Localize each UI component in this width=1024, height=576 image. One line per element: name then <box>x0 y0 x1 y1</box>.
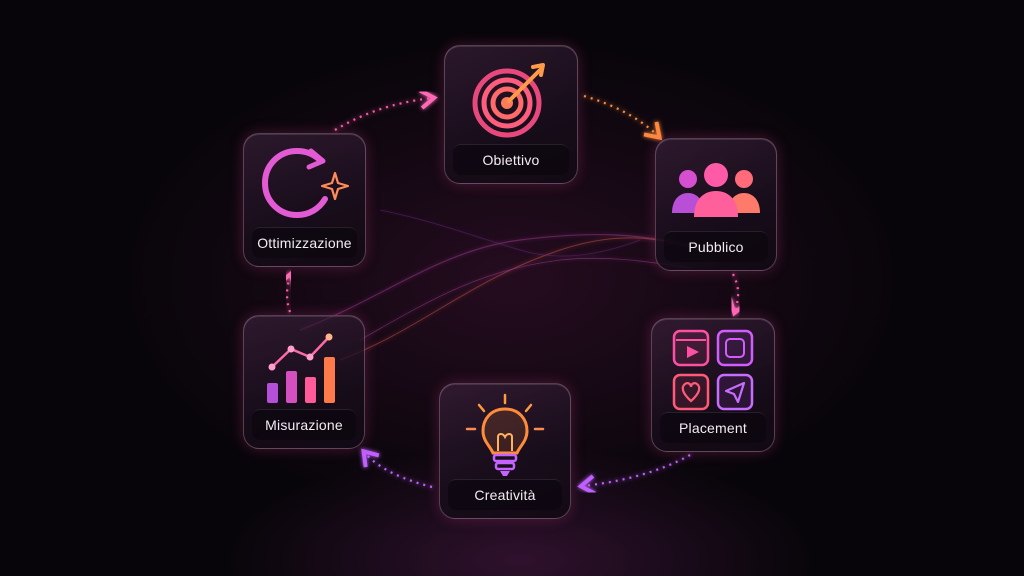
refresh-sparkle-icon <box>244 134 365 237</box>
step-card-misurazione: Misurazione <box>243 315 365 449</box>
lightbulb-icon <box>440 384 570 489</box>
arrow-ottimizzazione-obiettivo <box>334 88 438 131</box>
step-label-ottimizzazione: Ottimizzazione <box>252 227 357 258</box>
step-card-obiettivo: Obiettivo <box>444 45 578 184</box>
step-card-ottimizzazione: Ottimizzazione <box>243 133 366 267</box>
audience-icon <box>656 139 776 241</box>
arrow-placement-creativita <box>577 454 691 496</box>
step-label-pubblico: Pubblico <box>664 231 768 262</box>
step-label-misurazione: Misurazione <box>252 409 356 440</box>
step-card-creativita: Creatività <box>439 383 571 519</box>
step-label-placement: Placement <box>660 412 766 443</box>
bar-chart-icon <box>244 316 364 419</box>
step-card-pubblico: Pubblico <box>655 138 777 271</box>
step-label-creativita: Creatività <box>448 479 562 510</box>
target-icon <box>445 46 577 153</box>
placement-grid-icon <box>652 319 774 422</box>
arrow-obiettivo-pubblico <box>583 94 663 141</box>
arrow-creativita-misurazione <box>361 448 433 489</box>
arrow-misurazione-ottimizzazione <box>277 270 298 313</box>
step-card-placement: Placement <box>651 318 775 452</box>
step-label-obiettivo: Obiettivo <box>453 144 569 175</box>
arrow-pubblico-placement <box>727 273 748 317</box>
